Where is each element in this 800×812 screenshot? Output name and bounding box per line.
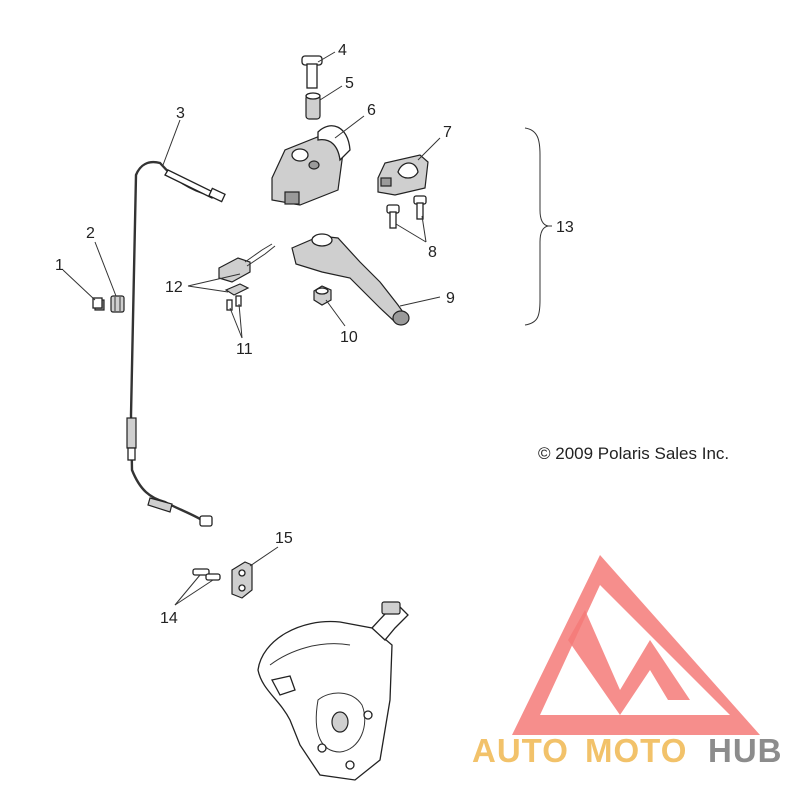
part-handlebar-clamp xyxy=(377,154,429,196)
callout-1: 1 xyxy=(55,257,64,274)
part-bracket-bolts xyxy=(192,568,221,581)
part-nut xyxy=(313,285,332,306)
part-lever-housing xyxy=(271,125,351,206)
part-cable-clamp xyxy=(110,295,125,313)
callout-6: 6 xyxy=(367,102,376,119)
part-clutch-lever xyxy=(291,233,410,326)
watermark-logo: AUTO MOTO HUB xyxy=(472,555,783,769)
callout-13: 13 xyxy=(556,219,574,236)
callout-11: 11 xyxy=(236,341,253,358)
callout-9: 9 xyxy=(446,290,455,307)
callout-12: 12 xyxy=(165,279,183,296)
watermark-text-moto: MOTO xyxy=(585,732,687,769)
watermark-inner-mark xyxy=(568,610,690,715)
part-clutch-switch xyxy=(218,243,276,296)
callout-10: 10 xyxy=(340,329,358,346)
watermark-triangle xyxy=(512,555,760,735)
callout-labels: 1 2 3 4 5 6 7 8 9 10 11 12 13 14 15 xyxy=(55,42,574,627)
group-bracket-13 xyxy=(524,127,549,326)
watermark-text-hub: HUB xyxy=(708,732,783,769)
callout-2: 2 xyxy=(86,225,95,242)
watermark-text-auto: AUTO xyxy=(472,732,569,769)
part-cable-bracket xyxy=(231,561,253,599)
part-clutch-cable xyxy=(126,161,226,527)
copyright-notice: © 2009 Polaris Sales Inc. xyxy=(538,444,729,463)
engine-case-outline xyxy=(257,601,409,781)
part-clip xyxy=(92,297,105,311)
callout-8: 8 xyxy=(428,244,437,261)
part-switch-screws xyxy=(226,295,242,311)
part-pivot-bolt xyxy=(301,55,323,89)
callout-4: 4 xyxy=(338,42,347,59)
part-bushing xyxy=(305,92,321,120)
callout-5: 5 xyxy=(345,75,354,92)
callout-3: 3 xyxy=(176,105,185,122)
part-clamp-screws xyxy=(386,195,427,229)
leader-lines xyxy=(62,51,552,606)
callout-14: 14 xyxy=(160,610,178,627)
callout-15: 15 xyxy=(275,530,293,547)
callout-7: 7 xyxy=(443,124,452,141)
